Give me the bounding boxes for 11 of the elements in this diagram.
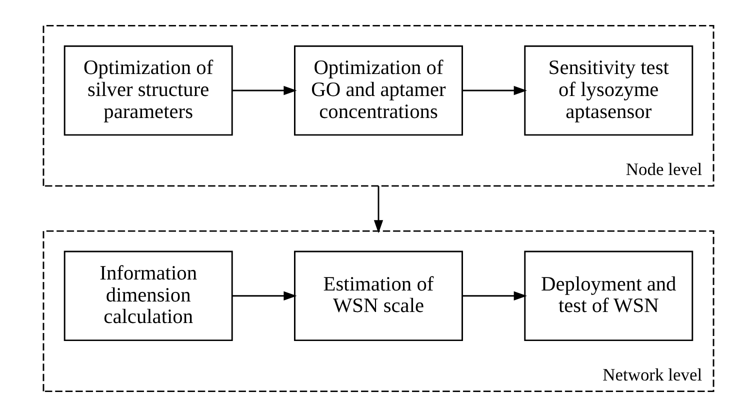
arrow <box>373 186 383 234</box>
arrow <box>232 291 296 300</box>
node-box: Optimization of silver structure parameters <box>63 45 232 136</box>
arrow <box>462 86 526 96</box>
arrow <box>462 291 526 300</box>
arrow <box>232 86 296 96</box>
node-box: Deployment and test of WSN <box>524 250 693 342</box>
node-box: Estimation of WSN scale <box>294 250 462 342</box>
node-box: Information dimension calculation <box>63 250 232 342</box>
node-box: Optimization of GO and aptamer concentrations <box>294 45 462 136</box>
node-box: Sensitivity test of lysozyme aptasensor <box>524 45 693 136</box>
